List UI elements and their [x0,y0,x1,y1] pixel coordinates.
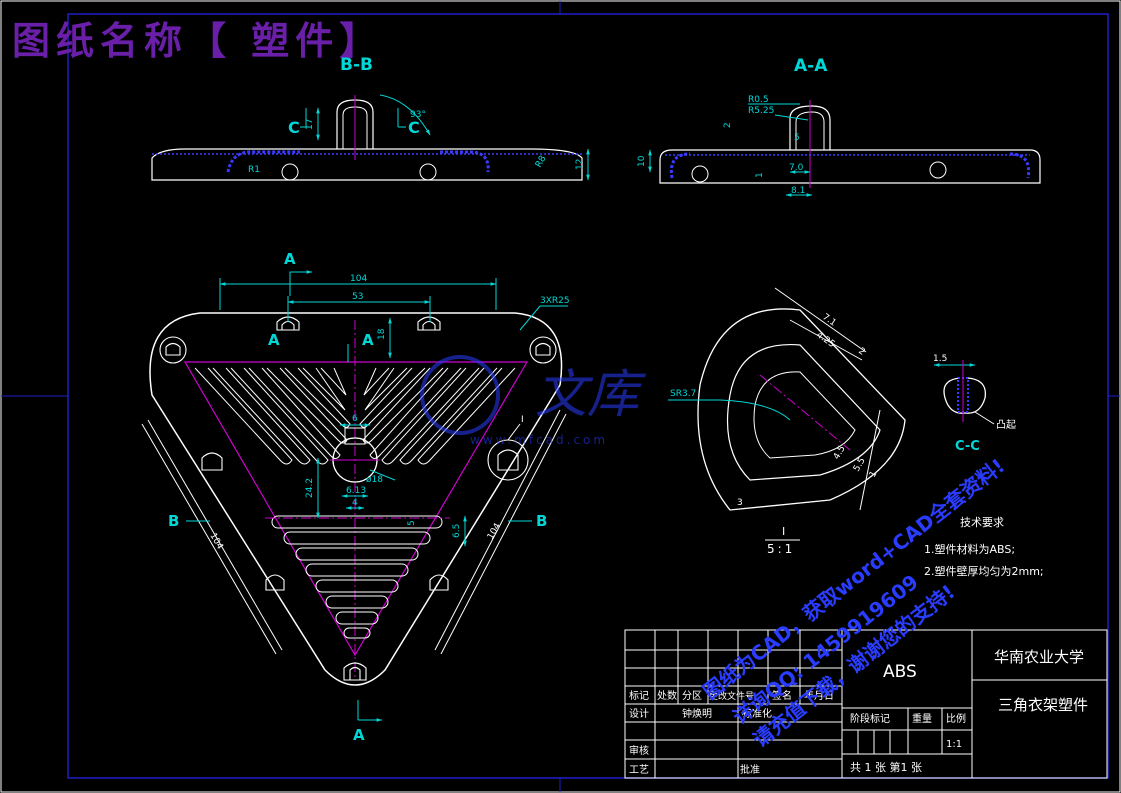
cut-a-top: A [284,250,296,268]
section-cc-view: 1.5 凸起 C-C [933,354,1016,454]
tb-header-2: 分区 [682,690,702,702]
watermark-lines: 图纸为CAD，获取word+CAD全套资料! 详询QQ: 1459919609 … [698,454,1009,752]
section-aa-label: A-A [794,56,828,76]
inner-triangle-centerline [183,361,529,657]
section-bb-view: B-B 17 C C 93° R1 R8 12 [151,55,590,181]
tb-header-3: 更改文件号 [709,690,754,702]
tb-header-5: 年月日 [804,689,834,702]
bb-angle: 93° [410,110,426,120]
bb-r1: R1 [248,165,260,175]
aa-dim-81: 8.1 [791,186,805,196]
tb-approve-label: 批准 [740,763,760,776]
title-block-text: ABS 华南农业大学 三角衣架塑件 标记 处数 分区 更改文件号 签名 年月日 … [629,648,1088,776]
aa-r05: R0.5 [748,95,769,105]
tb-review-label: 审核 [629,744,649,757]
aa-dim-70: 7.0 [789,163,804,173]
main-view: 104 53 18 3XR25 6 ø18 24.2 6.13 4 5 6.5 … [141,250,570,744]
bb-dim-12: 12 [575,159,585,170]
tb-scale-value: 1:1 [946,739,962,750]
detail-view-i: 7.1 4.25 2 SR3.7 4.5 5.5 3 1 I 5:1 [668,287,906,556]
tb-material: ABS [883,662,917,682]
watermark-line-3: 请充值下载，谢谢您的支持! [748,580,959,752]
tb-design-label: 设计 [629,707,649,720]
tb-stage-label: 阶段标记 [850,712,890,725]
tb-std-label: 标准化 [742,707,772,720]
tech-title: 技术要求 [960,516,1004,529]
tb-process-label: 工艺 [629,764,649,776]
main-radius-note: 3XR25 [540,296,570,306]
cut-b-left: B [168,512,179,530]
watermark-logo: 文库 www.mfcad.com [420,355,647,447]
detail-label: I [782,525,785,538]
detail-scale: 5:1 [767,542,795,556]
detail-dim-71: 7.1 [820,312,837,328]
aa-dim-5: 5 [794,133,800,143]
tb-scale-label: 比例 [946,712,966,725]
detail-dim-55: 5.5 [852,456,868,473]
main-dim-613: 6.13 [346,486,366,496]
title-block [624,629,1108,779]
detail-dim-1: 1 [868,470,880,480]
aa-dim-2: 2 [723,122,733,128]
watermark-url: www.mfcad.com [470,433,608,447]
bb-dim-17: 17 [305,119,315,130]
main-dim-5: 5 [407,520,417,526]
cc-label: C-C [955,439,980,454]
main-dim-53: 53 [352,292,363,302]
tb-part-name: 三角衣架塑件 [998,696,1088,714]
section-aa-view: A-A R0.5 R5.25 2 5 10 1 7.0 8.1 [637,56,1041,197]
tech-requirements: 技术要求 1.塑件材料为ABS; 2.塑件壁厚均匀为2mm; [924,516,1044,578]
main-dim-6: 6 [352,414,358,424]
main-dim-18: 18 [377,328,387,340]
cut-a-bottom: A [353,726,365,744]
tb-header-4: 签名 [772,689,792,702]
watermark-logo-text: 文库 [535,365,647,425]
drawing-title: 图纸名称【 塑件】 [12,19,383,63]
main-dim-242: 24.2 [305,478,315,498]
tb-weight-label: 重量 [912,712,932,725]
main-dim-104-top: 104 [350,274,367,284]
tb-designer: 钟焕明 [682,707,712,720]
detail-dim-3: 3 [737,498,743,508]
detail-sr: SR3.7 [670,389,696,399]
detail-ref: I [521,415,524,425]
triangle-outline [149,312,563,686]
main-dia-18: ø18 [366,475,383,485]
aa-dim-10: 10 [637,155,647,167]
section-bb-label: B-B [340,55,373,75]
aa-dim-1: 1 [755,172,765,178]
bb-cut-c-right: C [408,118,420,137]
cut-a-left: A [268,331,280,349]
tb-sheet-info: 共 1 张 第1 张 [850,760,922,774]
detail-dim-425: 4.25 [814,330,836,350]
tb-header-0: 标记 [629,690,649,702]
main-dim-65: 6.5 [452,524,462,538]
tech-item-1: 1.塑件材料为ABS; [924,542,1015,556]
cc-dim-15: 1.5 [933,354,947,364]
cut-b-right: B [536,512,547,530]
tb-header-1: 处数 [657,689,677,702]
detail-dim-2: 2 [856,346,866,357]
aa-r525: R5.25 [748,106,774,116]
cut-a-mid: A [362,331,374,349]
bb-cut-c-left: C [288,118,300,137]
cc-note: 凸起 [996,419,1016,431]
bb-r8: R8 [534,154,549,170]
tb-school: 华南农业大学 [994,648,1084,666]
tech-item-2: 2.塑件壁厚均匀为2mm; [924,564,1044,578]
main-dim-4: 4 [352,498,358,508]
